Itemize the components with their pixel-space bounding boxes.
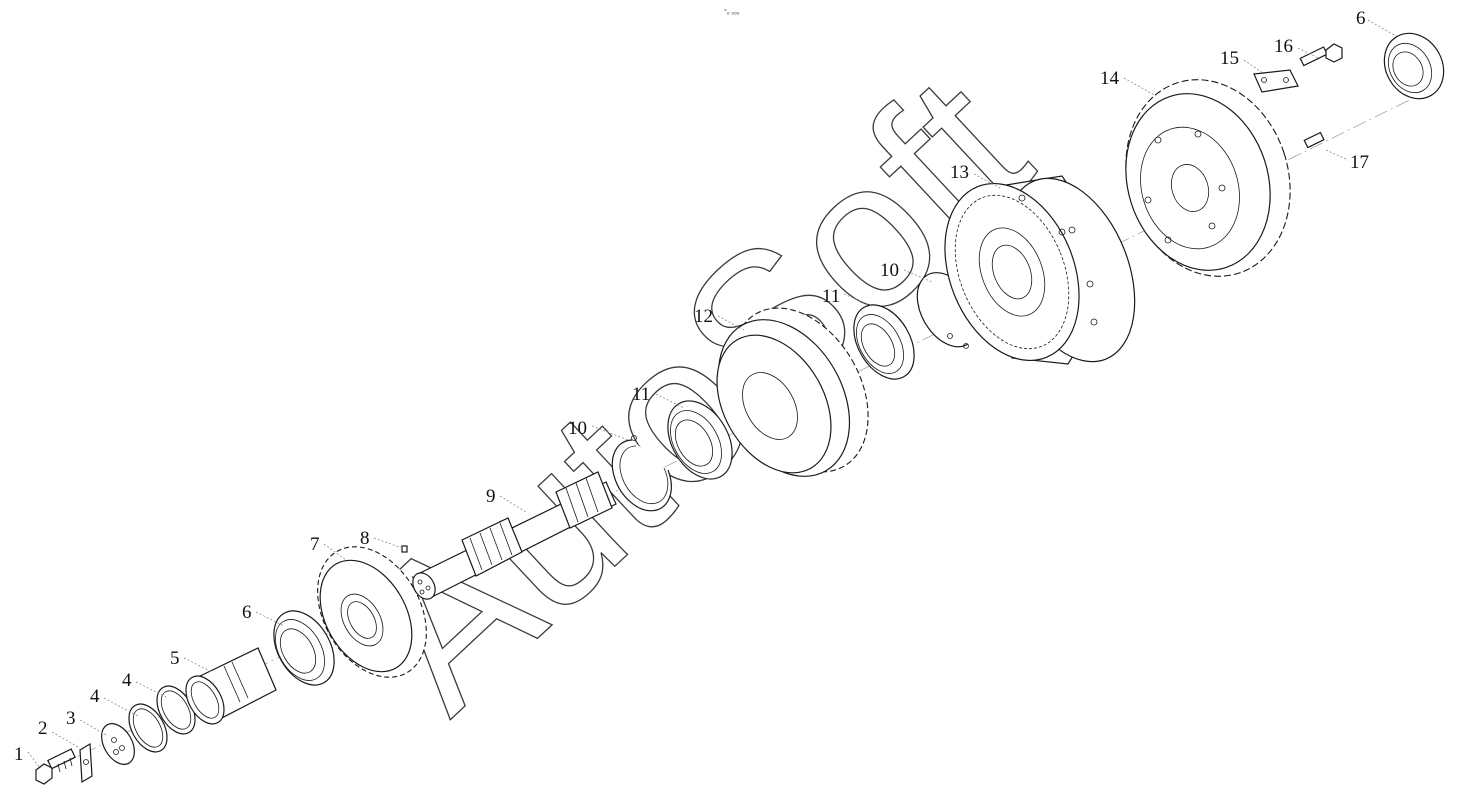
- part-plug: [401, 545, 408, 553]
- callout-4b: 4: [122, 670, 169, 699]
- svg-text:10: 10: [568, 418, 587, 439]
- svg-text:4: 4: [122, 670, 132, 691]
- part-lock-plate: [79, 742, 93, 784]
- callout-17: 17: [1325, 149, 1369, 173]
- part-bearing-lower: [273, 610, 335, 686]
- callout-13: 13: [950, 162, 1001, 189]
- callout-1: 1: [14, 744, 41, 769]
- svg-text:14: 14: [1100, 68, 1120, 89]
- svg-text:17: 17: [1350, 152, 1369, 173]
- svg-text:16: 16: [1274, 36, 1293, 57]
- part-circlip-lower: [611, 435, 672, 512]
- svg-text:9: 9: [486, 486, 496, 507]
- callout-15: 15: [1220, 48, 1265, 75]
- watermark: AutoSoft: [320, 31, 1071, 754]
- part-bearing-mid-a: [667, 400, 733, 480]
- svg-text:11: 11: [822, 286, 840, 307]
- callout-10-upper: 10: [880, 260, 933, 283]
- callout-11-lower: 11: [632, 384, 685, 409]
- svg-text:7: 7: [310, 534, 320, 555]
- part-washer-b: [156, 685, 196, 735]
- svg-text:6: 6: [242, 602, 252, 623]
- part-washer-a: [128, 703, 168, 753]
- callout-9: 9: [486, 486, 527, 513]
- callout-3: 3: [66, 708, 109, 737]
- part-pin: [1303, 131, 1325, 149]
- callout-5: 5: [170, 648, 213, 673]
- svg-text:1: 1: [14, 744, 24, 765]
- callout-11-upper: 11: [822, 286, 873, 307]
- svg-text:8: 8: [360, 528, 370, 549]
- svg-text:11: 11: [632, 384, 650, 405]
- part-tab-washer: [1253, 69, 1299, 93]
- svg-text:13: 13: [950, 162, 969, 183]
- svg-text:15: 15: [1220, 48, 1239, 69]
- part-bolt: [35, 748, 76, 785]
- callout-2: 2: [38, 718, 81, 749]
- part-shaft: [412, 471, 617, 600]
- callout-8: 8: [360, 528, 403, 549]
- part-clutch-drum: [944, 175, 1136, 365]
- part-bearing-mid-b: [853, 304, 915, 380]
- svg-text:5: 5: [170, 648, 180, 669]
- part-bushing: [185, 647, 277, 725]
- part-bolt-top: [1299, 43, 1343, 67]
- svg-text:4: 4: [90, 686, 100, 707]
- callout-16: 16: [1274, 36, 1319, 59]
- part-retaining-disc: [101, 723, 135, 765]
- callout-12: 12: [694, 306, 745, 331]
- svg-text:12: 12: [694, 306, 713, 327]
- part-gear-small: [317, 546, 427, 678]
- header-mark: °ₒ ₒₒₒ: [724, 8, 740, 16]
- svg-text:3: 3: [66, 708, 76, 729]
- callout-7: 7: [310, 534, 347, 561]
- watermark-text: AutoSoft: [320, 32, 1069, 753]
- svg-text:6: 6: [1356, 8, 1366, 29]
- part-gear-large: [1125, 79, 1291, 277]
- part-bearing-top: [1383, 32, 1445, 100]
- svg-text:10: 10: [880, 260, 899, 281]
- callout-6-top: 6: [1356, 8, 1397, 37]
- svg-text:2: 2: [38, 718, 48, 739]
- part-gear-double: [716, 307, 869, 477]
- callout-4a: 4: [90, 686, 139, 717]
- callout-10-lower: 10: [568, 418, 629, 441]
- callout-14: 14: [1100, 68, 1157, 97]
- callout-6-lower: 6: [242, 602, 285, 627]
